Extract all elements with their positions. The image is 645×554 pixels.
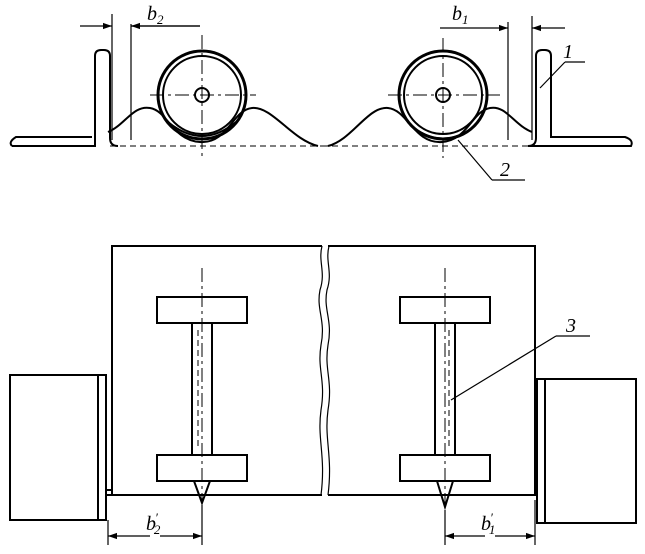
dim-b1-prime-bottom: b′1	[481, 510, 495, 537]
left-plate	[111, 245, 322, 496]
callout-3: 3	[565, 315, 576, 337]
right-pointer	[435, 480, 455, 511]
right-bracket	[527, 49, 633, 147]
left-bracket	[12, 49, 119, 147]
dim-b2-top: b2	[147, 3, 164, 27]
top-right-view: b1 1 2	[322, 3, 633, 181]
right-plate	[328, 245, 536, 496]
dim-b2-prime-bottom: b′2	[146, 510, 161, 537]
left-wave	[107, 106, 319, 147]
top-left-view: b2	[9, 3, 325, 158]
right-bracket-plan	[544, 378, 637, 524]
left-pointer	[192, 480, 212, 506]
left-bracket-plan	[9, 374, 99, 521]
bottom-plan-view: 3 b′2 b′1	[9, 245, 637, 545]
right-wave	[327, 106, 533, 147]
callout-2: 2	[500, 159, 510, 181]
callout-1: 1	[563, 41, 573, 63]
dim-b1-top: b1	[452, 3, 469, 27]
